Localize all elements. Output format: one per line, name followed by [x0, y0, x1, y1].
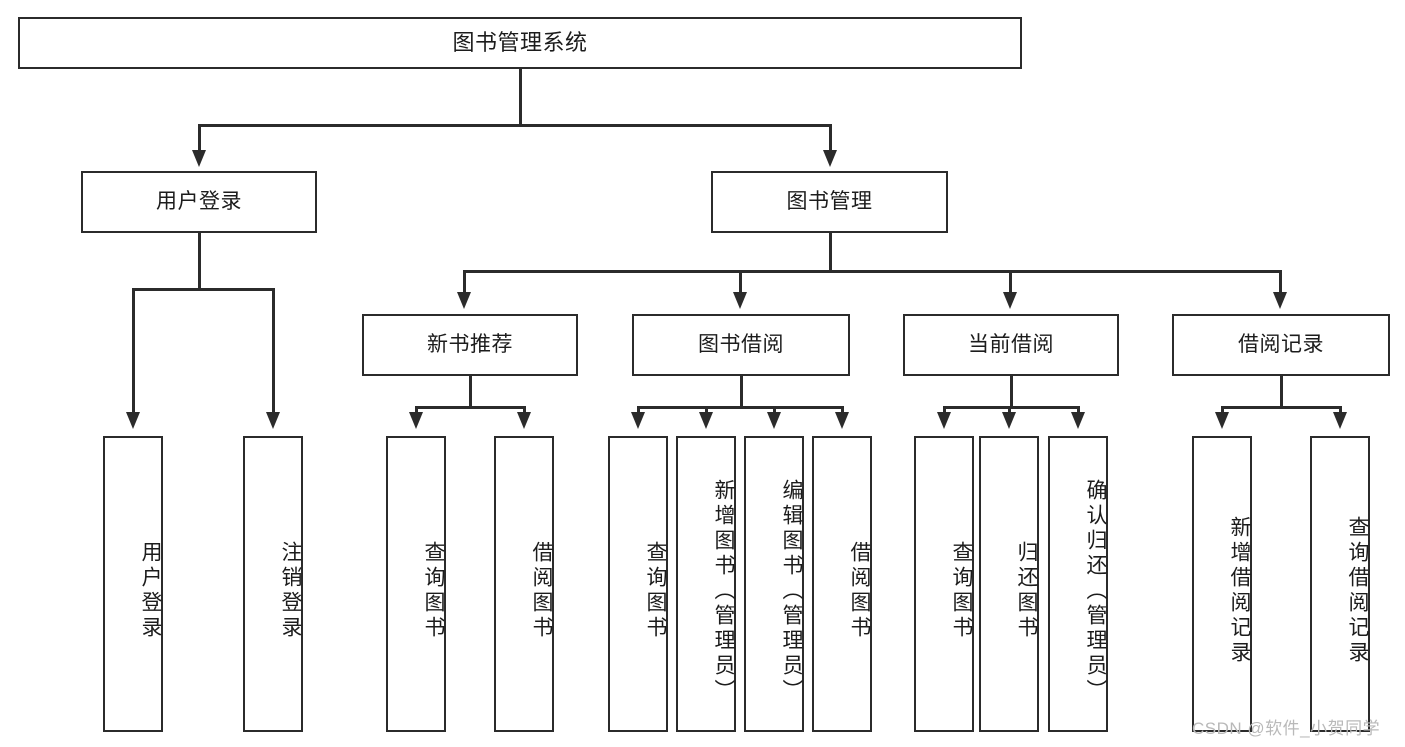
leaf-nb-borrow-book[interactable]: 借阅图书 [494, 436, 554, 732]
node-label: 查询图书 [950, 541, 973, 641]
arrow-icon-leaf-logout [266, 412, 280, 429]
node-book-borrow[interactable]: 图书借阅 [632, 314, 850, 376]
edge-br-leaf-2 [1339, 406, 1342, 414]
edge-nb-leaf-1 [415, 406, 418, 414]
arrow-icon-br-leaf-1 [1215, 412, 1229, 429]
arrow-icon-to-new-book [457, 292, 471, 309]
node-label: 新增借阅记录 [1228, 516, 1251, 666]
edge-book-borrow-bus [637, 406, 843, 409]
node-new-book-recommend[interactable]: 新书推荐 [362, 314, 578, 376]
node-label: 注销登录 [279, 541, 302, 641]
arrow-icon-to-borrow-record [1273, 292, 1287, 309]
leaf-br-query-record[interactable]: 查询借阅记录 [1310, 436, 1370, 732]
edge-bb-leaf-3 [773, 406, 776, 414]
edge-nb-leaf-2 [523, 406, 526, 414]
arrow-icon-bb-leaf-2 [699, 412, 713, 429]
node-book-management[interactable]: 图书管理 [711, 171, 948, 233]
node-label: 查询图书 [644, 541, 667, 641]
edge-cb-leaf-1 [943, 406, 946, 414]
leaf-user-login[interactable]: 用户登录 [103, 436, 163, 732]
edge-to-leaf-user-login [132, 288, 135, 414]
edge-root-stem [519, 69, 522, 126]
leaf-bb-add-book-admin[interactable]: 新增图书（管理员） [676, 436, 736, 732]
edge-br-leaf-1 [1221, 406, 1224, 414]
node-label: 图书管理 [786, 190, 873, 214]
node-label: 当前借阅 [968, 333, 1054, 357]
edge-new-book-bus [415, 406, 525, 409]
arrow-icon-nb-leaf-2 [517, 412, 531, 429]
arrow-icon-leaf-user-login [126, 412, 140, 429]
edge-root-bus [198, 124, 832, 127]
leaf-cb-confirm-return-admin[interactable]: 确认归还（管理员） [1048, 436, 1108, 732]
node-label: 查询图书 [422, 541, 445, 641]
leaf-cb-query-book[interactable]: 查询图书 [914, 436, 974, 732]
arrow-icon-to-current-borrow [1003, 292, 1017, 309]
edge-to-book-mgmt [829, 124, 832, 152]
arrow-icon-nb-leaf-1 [409, 412, 423, 429]
edge-borrow-record-stem [1280, 376, 1283, 408]
arrow-icon-bb-leaf-3 [767, 412, 781, 429]
edge-current-borrow-bus [943, 406, 1079, 409]
edge-bb-leaf-2 [705, 406, 708, 414]
edge-to-borrow-record [1279, 270, 1282, 294]
arrow-icon-to-book-mgmt [823, 150, 837, 167]
node-user-login[interactable]: 用户登录 [81, 171, 317, 233]
node-label: 查询借阅记录 [1346, 516, 1369, 666]
leaf-bb-query-book[interactable]: 查询图书 [608, 436, 668, 732]
edge-book-mgmt-stem [829, 233, 832, 272]
arrow-icon-to-book-borrow [733, 292, 747, 309]
leaf-br-add-record[interactable]: 新增借阅记录 [1192, 436, 1252, 732]
edge-to-user-login [198, 124, 201, 152]
leaf-bb-borrow-book[interactable]: 借阅图书 [812, 436, 872, 732]
edge-bb-leaf-1 [637, 406, 640, 414]
node-label: 图书管理系统 [452, 29, 588, 55]
arrow-icon-bb-leaf-4 [835, 412, 849, 429]
edge-bb-leaf-4 [841, 406, 844, 414]
edge-to-new-book [463, 270, 466, 294]
node-label: 借阅记录 [1238, 333, 1324, 357]
leaf-nb-query-book[interactable]: 查询图书 [386, 436, 446, 732]
node-label: 确认归还（管理员） [1084, 478, 1107, 704]
edge-to-book-borrow [739, 270, 742, 294]
edge-borrow-record-bus [1221, 406, 1341, 409]
edge-user-login-stem [198, 233, 201, 290]
edge-book-mgmt-bus [463, 270, 1281, 273]
edge-cb-leaf-3 [1077, 406, 1080, 414]
node-label: 归还图书 [1015, 541, 1038, 641]
node-current-borrow[interactable]: 当前借阅 [903, 314, 1119, 376]
node-label: 图书借阅 [698, 333, 784, 357]
edge-to-current-borrow [1009, 270, 1012, 294]
arrow-icon-br-leaf-2 [1333, 412, 1347, 429]
node-label: 用户登录 [139, 541, 162, 641]
arrow-icon-to-user-login [192, 150, 206, 167]
watermark-csdn: CSDN @软件_小贺同学 [1192, 719, 1381, 738]
node-label: 新书推荐 [427, 333, 513, 357]
node-label: 借阅图书 [848, 541, 871, 641]
arrow-icon-bb-leaf-1 [631, 412, 645, 429]
edge-to-leaf-logout [272, 288, 275, 414]
arrow-icon-cb-leaf-3 [1071, 412, 1085, 429]
leaf-cb-return-book[interactable]: 归还图书 [979, 436, 1039, 732]
leaf-bb-edit-book-admin[interactable]: 编辑图书（管理员） [744, 436, 804, 732]
edge-cb-leaf-2 [1008, 406, 1011, 414]
arrow-icon-cb-leaf-2 [1002, 412, 1016, 429]
edge-new-book-stem [469, 376, 472, 408]
node-label: 新增图书（管理员） [712, 478, 735, 704]
node-label: 编辑图书（管理员） [780, 478, 803, 704]
edge-current-borrow-stem [1010, 376, 1013, 408]
node-borrow-record[interactable]: 借阅记录 [1172, 314, 1390, 376]
node-label: 借阅图书 [530, 541, 553, 641]
arrow-icon-cb-leaf-1 [937, 412, 951, 429]
node-root-system[interactable]: 图书管理系统 [18, 17, 1022, 69]
leaf-logout[interactable]: 注销登录 [243, 436, 303, 732]
edge-book-borrow-stem [740, 376, 743, 408]
node-label: 用户登录 [156, 190, 242, 214]
edge-user-login-bus [132, 288, 275, 291]
